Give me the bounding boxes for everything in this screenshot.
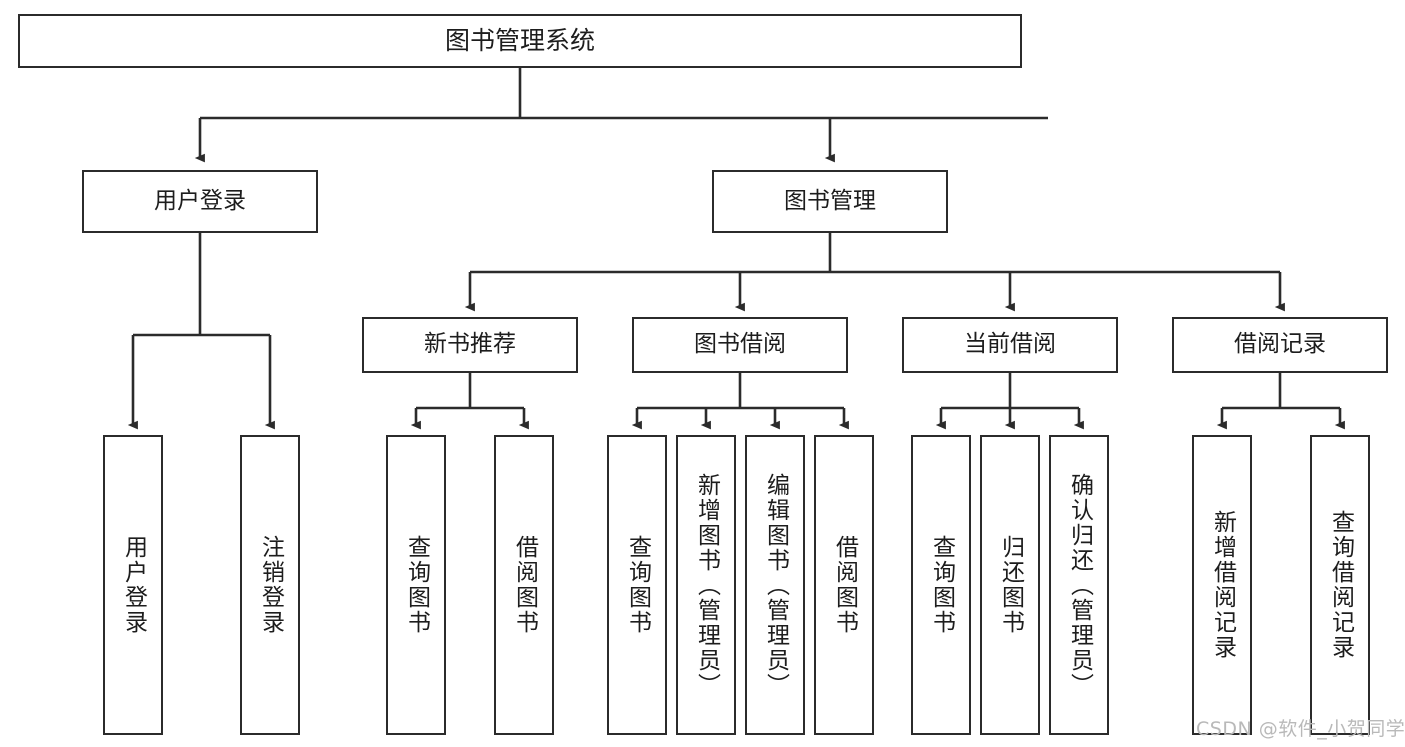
node-leaf-logout-login[interactable]: 注销登录	[240, 435, 300, 735]
node-borrowing-record[interactable]: 借阅记录	[1172, 317, 1388, 373]
node-label: 用户登录	[120, 535, 147, 635]
node-leaf-query-book-1[interactable]: 查询图书	[386, 435, 446, 735]
node-leaf-user-login[interactable]: 用户登录	[103, 435, 163, 735]
node-label: 查询图书	[624, 535, 651, 635]
node-label: 新增借阅记录	[1209, 510, 1236, 660]
node-user-login[interactable]: 用户登录	[82, 170, 318, 233]
node-label: 新增图书（管理员）	[693, 472, 720, 698]
node-leaf-borrow-book-2[interactable]: 借阅图书	[814, 435, 874, 735]
node-label: 新书推荐	[424, 331, 516, 358]
node-leaf-query-borrow-record[interactable]: 查询借阅记录	[1310, 435, 1370, 735]
node-leaf-query-book-2[interactable]: 查询图书	[607, 435, 667, 735]
node-book-management[interactable]: 图书管理	[712, 170, 948, 233]
node-leaf-add-book-admin[interactable]: 新增图书（管理员）	[676, 435, 736, 735]
node-label: 查询图书	[928, 535, 955, 635]
node-label: 查询借阅记录	[1327, 510, 1354, 660]
node-leaf-query-book-3[interactable]: 查询图书	[911, 435, 971, 735]
node-label: 图书借阅	[694, 331, 786, 358]
node-label: 图书管理系统	[444, 26, 595, 56]
node-label: 查询图书	[403, 535, 430, 635]
node-book-borrowing[interactable]: 图书借阅	[632, 317, 848, 373]
node-label: 确认归还（管理员）	[1066, 472, 1093, 698]
node-leaf-add-borrow-record[interactable]: 新增借阅记录	[1192, 435, 1252, 735]
node-label: 借阅图书	[511, 535, 538, 635]
node-label: 图书管理	[784, 187, 876, 214]
node-leaf-borrow-book-1[interactable]: 借阅图书	[494, 435, 554, 735]
node-leaf-return-book[interactable]: 归还图书	[980, 435, 1040, 735]
node-label: 注销登录	[257, 535, 284, 635]
node-label: 借阅图书	[831, 535, 858, 635]
node-label: 用户登录	[154, 187, 246, 214]
node-label: 当前借阅	[964, 331, 1056, 358]
node-current-borrowing[interactable]: 当前借阅	[902, 317, 1118, 373]
node-new-book-recommendation[interactable]: 新书推荐	[362, 317, 578, 373]
node-root-book-management-system[interactable]: 图书管理系统	[18, 14, 1022, 68]
node-leaf-edit-book-admin[interactable]: 编辑图书（管理员）	[745, 435, 805, 735]
node-label: 编辑图书（管理员）	[762, 472, 789, 698]
node-label: 归还图书	[997, 535, 1024, 635]
node-label: 借阅记录	[1234, 331, 1326, 358]
node-leaf-confirm-return-admin[interactable]: 确认归还（管理员）	[1049, 435, 1109, 735]
